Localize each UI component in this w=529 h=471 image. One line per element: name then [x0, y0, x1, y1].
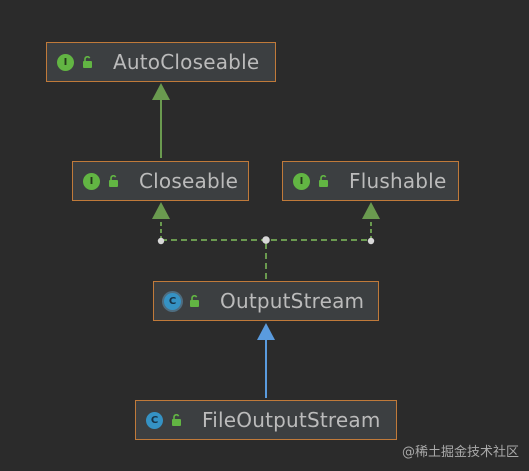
node-label: OutputStream	[220, 289, 365, 313]
edge-fileoutputstream-extends-outputstream	[257, 323, 275, 398]
edge-outputstream-implements-interfaces	[152, 202, 380, 279]
node-fileoutputstream[interactable]: C FileOutputStream	[135, 400, 397, 440]
node-autocloseable[interactable]: I AutoCloseable	[46, 42, 276, 82]
unlocked-icon	[172, 414, 181, 426]
interface-icon: I	[293, 172, 310, 190]
unlocked-icon	[109, 175, 118, 187]
node-label: AutoCloseable	[113, 50, 260, 74]
unlocked-icon	[319, 175, 328, 187]
node-closeable[interactable]: I Closeable	[72, 161, 249, 201]
node-outputstream[interactable]: C OutputStream	[153, 281, 379, 321]
unlocked-icon	[83, 56, 92, 68]
interface-icon: I	[57, 53, 74, 71]
interface-icon: I	[83, 172, 100, 190]
node-label: Flushable	[349, 169, 447, 193]
node-label: FileOutputStream	[202, 408, 381, 432]
node-flushable[interactable]: I Flushable	[282, 161, 459, 201]
watermark-text: @稀土掘金技术社区	[401, 445, 519, 460]
abstract-class-icon: C	[164, 292, 181, 310]
node-label: Closeable	[139, 169, 239, 193]
class-icon: C	[146, 411, 163, 429]
unlocked-icon	[190, 295, 199, 307]
edge-closeable-extends-autocloseable	[152, 83, 170, 158]
